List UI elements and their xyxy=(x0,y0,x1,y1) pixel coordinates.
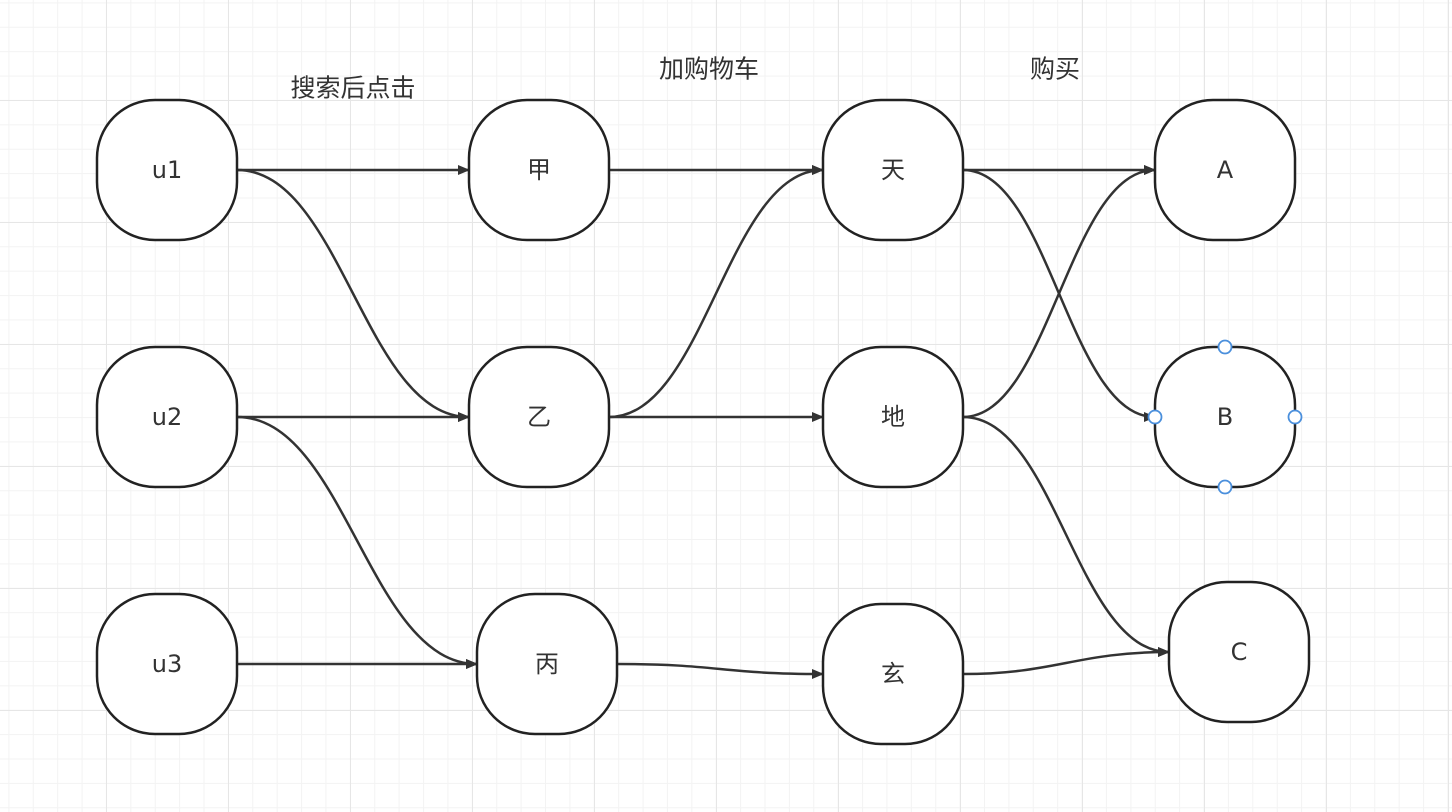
node-label: 丙 xyxy=(535,650,559,678)
node-shape xyxy=(821,345,965,489)
node-yi[interactable]: 乙 xyxy=(467,345,611,489)
node-shape xyxy=(95,345,239,489)
node-shape xyxy=(1153,98,1297,242)
node-A[interactable]: A xyxy=(1153,98,1297,242)
node-label: 天 xyxy=(881,156,905,184)
node-B[interactable]: B xyxy=(1147,339,1303,495)
node-label: 地 xyxy=(881,403,905,431)
stage-label-cart: 加购物车 xyxy=(659,55,759,84)
node-C[interactable]: C xyxy=(1167,580,1311,724)
edge-di-to-A[interactable] xyxy=(962,165,1156,419)
edge-yi-to-tian[interactable] xyxy=(608,165,824,419)
node-label: u3 xyxy=(152,650,182,678)
node-u1[interactable]: u1 xyxy=(95,98,239,242)
edge-di-to-C[interactable] xyxy=(962,415,1170,657)
node-shape xyxy=(467,98,611,242)
node-shape xyxy=(467,345,611,489)
node-xuan[interactable]: 玄 xyxy=(821,602,965,746)
node-di[interactable]: 地 xyxy=(821,345,965,489)
node-shape xyxy=(95,98,239,242)
edge-xuan-to-C[interactable] xyxy=(962,647,1170,676)
selection-handle[interactable] xyxy=(1217,339,1233,355)
stage-label-click: 搜索后点击 xyxy=(290,74,415,103)
node-shape xyxy=(821,98,965,242)
edge-bing-to-xuan[interactable] xyxy=(616,662,824,679)
node-label: u2 xyxy=(152,403,182,431)
node-shape xyxy=(95,592,239,736)
selection-handle[interactable] xyxy=(1147,409,1163,425)
node-tian[interactable]: 天 xyxy=(821,98,965,242)
selection-handle[interactable] xyxy=(1217,479,1233,495)
node-label: A xyxy=(1217,156,1234,184)
nodes-layer: u1 u2 u3 甲乙丙 天地玄 A B C xyxy=(95,98,1311,746)
node-u3[interactable]: u3 xyxy=(95,592,239,736)
node-shape xyxy=(821,602,965,746)
node-u2[interactable]: u2 xyxy=(95,345,239,489)
node-label: 玄 xyxy=(881,660,905,688)
node-bing[interactable]: 丙 xyxy=(475,592,619,736)
node-jia[interactable]: 甲 xyxy=(467,98,611,242)
node-label: C xyxy=(1231,638,1248,666)
node-label: 甲 xyxy=(527,156,551,184)
node-label: 乙 xyxy=(527,403,551,431)
node-label: u1 xyxy=(152,156,182,184)
stage-label-buy: 购买 xyxy=(1030,55,1080,84)
edge-u1-to-yi[interactable] xyxy=(236,168,470,422)
node-shape xyxy=(475,592,619,736)
edge-u2-to-bing[interactable] xyxy=(236,415,478,669)
stage-labels: 搜索后点击 加购物车 购买 xyxy=(290,55,1080,103)
edges-layer xyxy=(236,165,1170,679)
node-label: B xyxy=(1217,403,1233,431)
node-shape xyxy=(1167,580,1311,724)
selection-handle[interactable] xyxy=(1287,409,1303,425)
